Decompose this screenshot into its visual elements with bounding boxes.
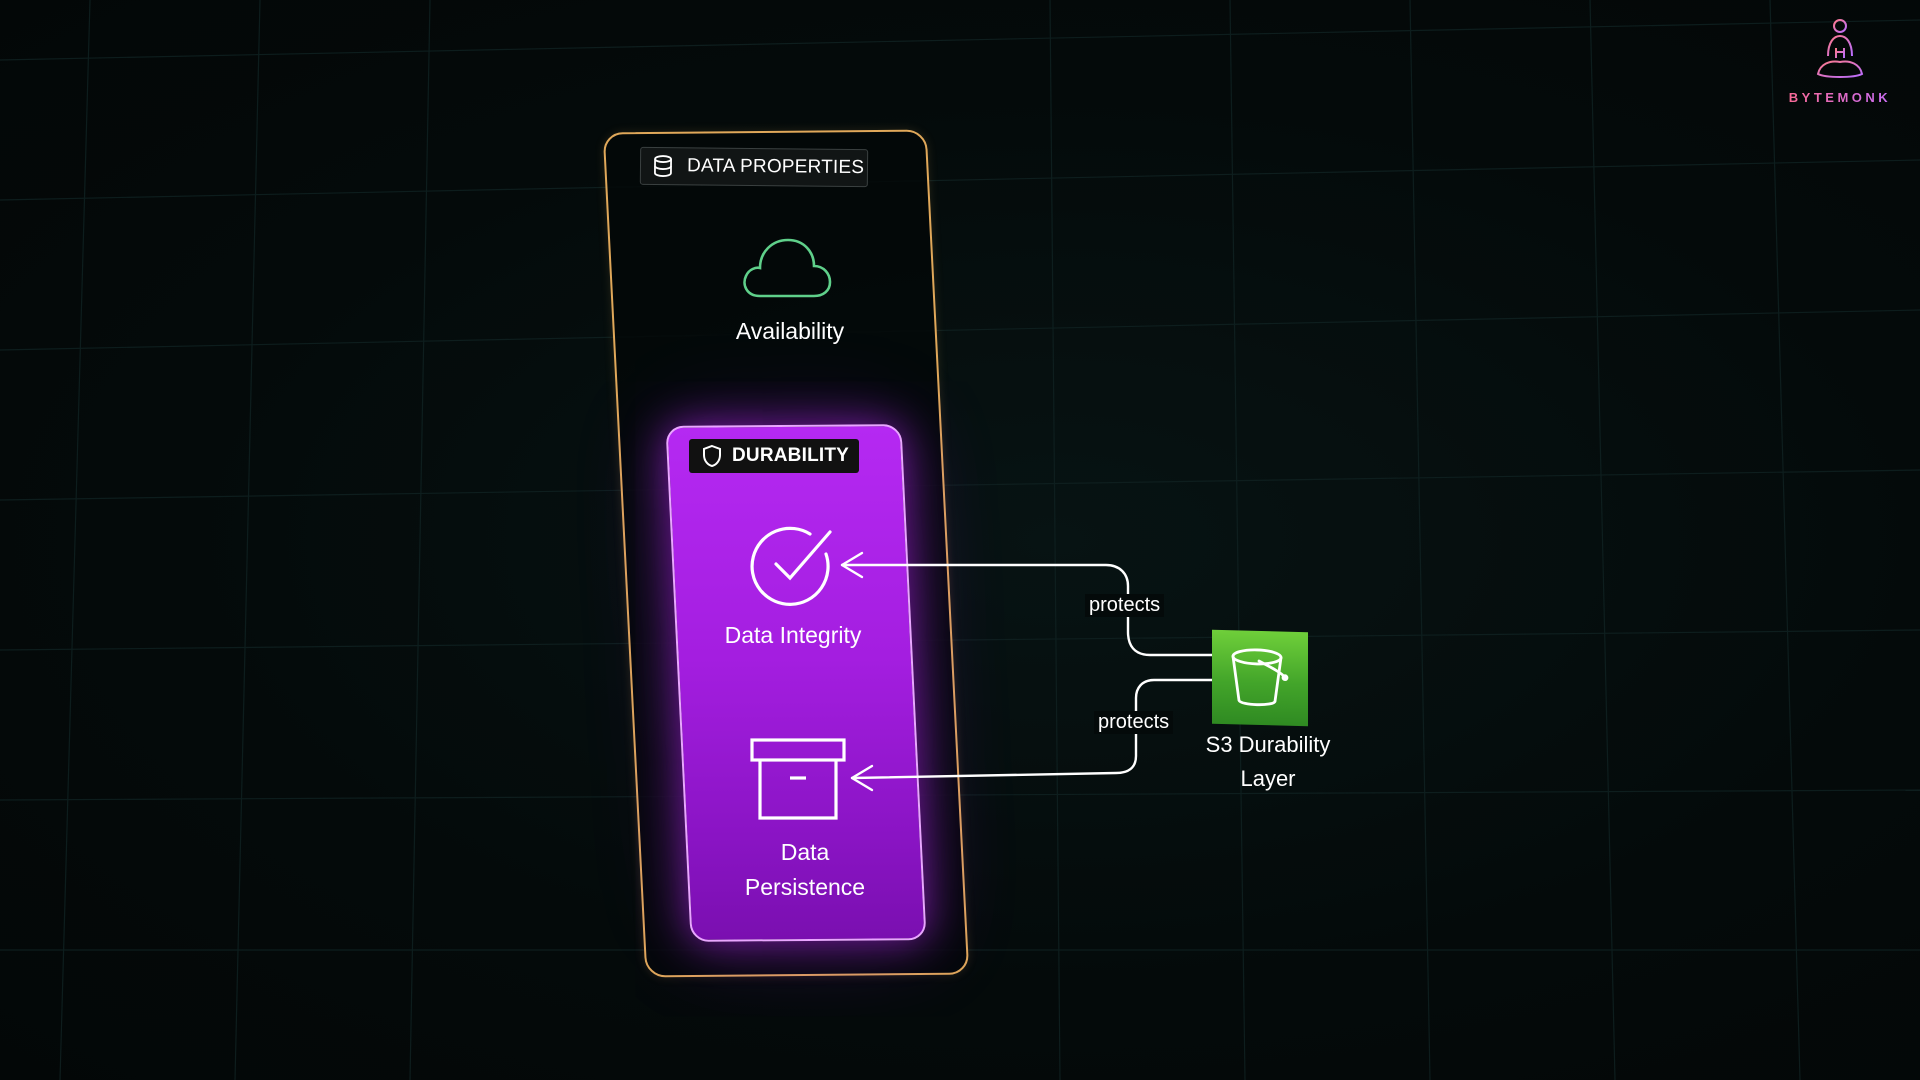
arrowhead-persistence: [850, 764, 874, 792]
s3-label-line2: Layer: [1240, 766, 1296, 791]
data-persistence-label: Data Persistence: [705, 835, 905, 905]
s3-label: S3 Durability Layer: [1168, 728, 1368, 796]
edge-label-integrity: protects: [1085, 594, 1165, 617]
check-circle-icon: [750, 526, 832, 606]
data-integrity-label: Data Integrity: [724, 622, 862, 648]
archive-box-icon: [750, 738, 846, 820]
durability-title: DURABILITY: [732, 445, 850, 466]
edge-label-persistence: protects: [1094, 711, 1174, 734]
database-icon: [654, 155, 672, 177]
cloud-icon: [743, 238, 832, 298]
s3-label-line1: S3 Durability: [1205, 732, 1331, 757]
data-persistence-label-line1: Data: [780, 839, 830, 865]
data-properties-tag: DATA PROPERTIES: [639, 146, 869, 188]
brand-logo: BYTEMONK: [1775, 18, 1905, 105]
bucket-icon: [1231, 648, 1289, 707]
data-persistence-label-line2: Persistence: [744, 874, 866, 900]
brand-name: BYTEMONK: [1775, 90, 1905, 105]
monk-logo-icon: [1816, 19, 1864, 78]
availability-label: Availability: [735, 318, 845, 344]
arrowhead-integrity: [840, 551, 864, 579]
durability-tag: DURABILITY: [689, 439, 859, 473]
s3-node: [1212, 629, 1308, 727]
shield-icon: [703, 444, 721, 468]
